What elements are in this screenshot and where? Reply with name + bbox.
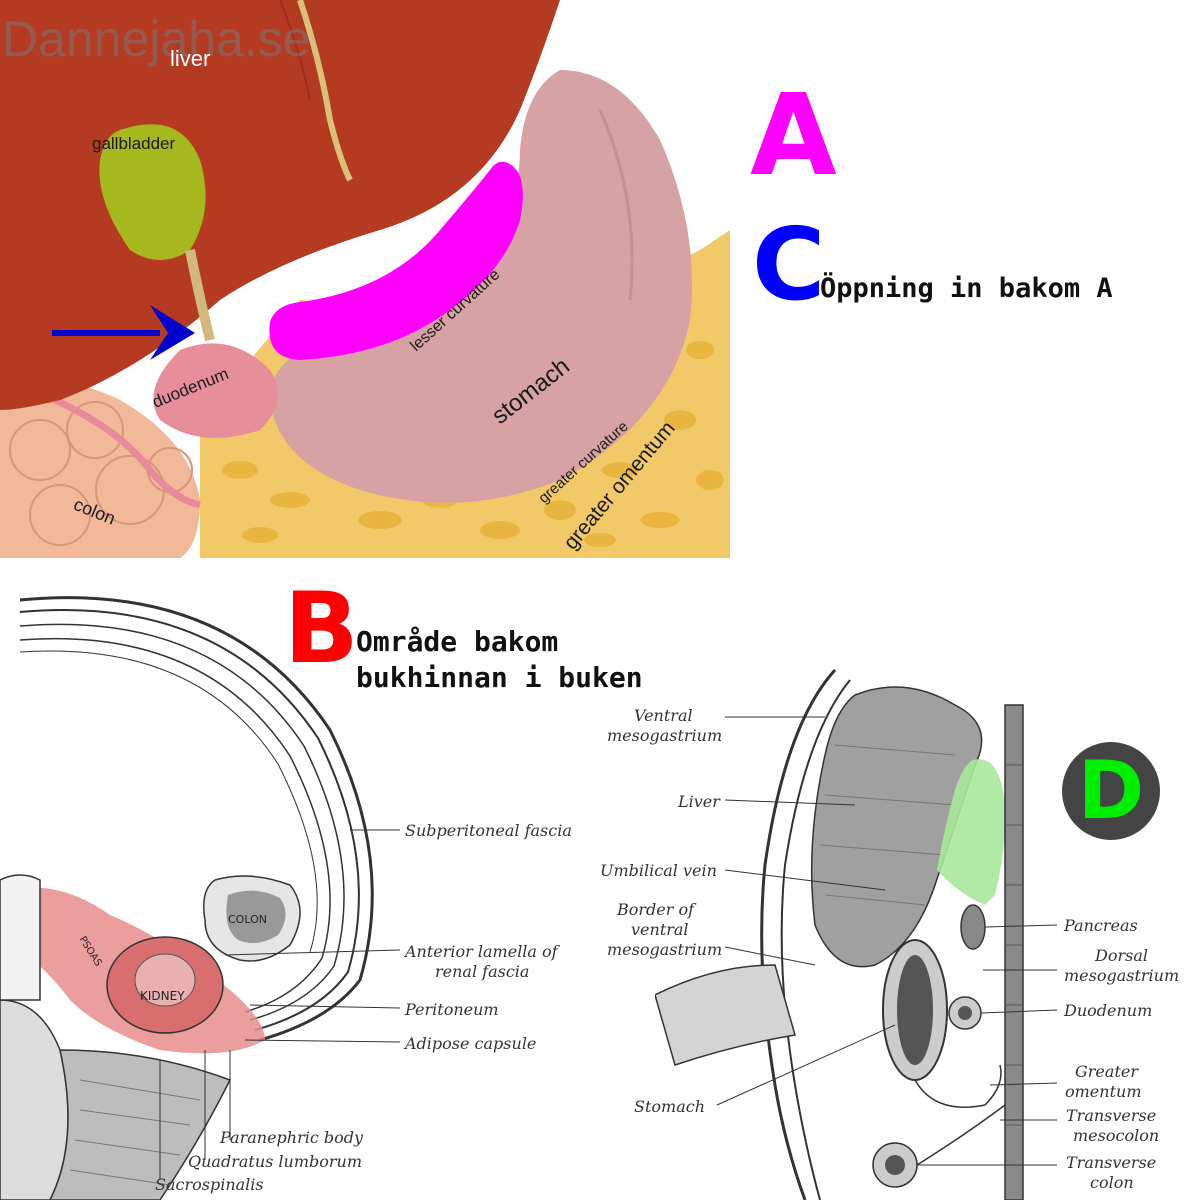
liver-shape [0, 0, 560, 410]
label-kidney: KIDNEY [140, 989, 185, 1003]
liver-drawing [810, 686, 983, 968]
label-pancreas: Pancreas [1064, 916, 1138, 935]
label-umbilical-vein: Umbilical vein [600, 861, 717, 880]
label-dorsal-mesogastrium-2: mesogastrium [1064, 966, 1180, 985]
label-dorsal-mesogastrium-1: Dorsal [1095, 946, 1148, 965]
label-gallbladder: gallbladder [92, 134, 176, 153]
marker-b-caption-line2: bukhinnan i buken [356, 661, 643, 694]
label-colon-section: COLON [228, 913, 267, 926]
label-greater-omentum-2: omentum [1065, 1082, 1142, 1101]
marker-b-caption-line1: Område bakom [356, 625, 559, 658]
label-quadratus-lumborum: Quadratus lumborum [188, 1152, 363, 1171]
label-liver: liver [170, 46, 211, 71]
label-liver-embryo: Liver [678, 792, 720, 811]
label-transverse-colon-2: colon [1090, 1173, 1134, 1192]
label-ventral-mesogastrium-2: mesogastrium [607, 726, 723, 745]
stomach-illustration-panel: Dannejaha.se liver gallbladder duodenum … [0, 0, 730, 558]
mesogastrium-panel [655, 665, 1075, 1200]
stomach-shape [270, 70, 692, 503]
label-peritoneum: Peritoneum [405, 1000, 499, 1019]
kidney-section-panel: COLON KIDNEY PSOAS Paranephric body Quad… [0, 580, 400, 1200]
marker-d-badge: D [1062, 742, 1160, 840]
label-duodenum-embryo: Duodenum [1064, 1001, 1153, 1020]
kidney-section-drawing [0, 596, 400, 1200]
label-paranephric-body: Paranephric body [220, 1128, 364, 1147]
label-anterior-lamella-2: renal fascia [435, 962, 530, 981]
stomach-illustration [0, 0, 730, 558]
gallbladder-shape [99, 124, 206, 261]
marker-a-letter: A [750, 71, 837, 201]
lesser-sac-highlight [269, 161, 523, 360]
marker-d-letter: D [1077, 744, 1145, 837]
marker-b-letter: B [284, 572, 359, 686]
label-border-1: Border of [617, 900, 695, 919]
label-stomach-embryo: Stomach [634, 1097, 705, 1116]
label-border-3: mesogastrium [607, 940, 723, 959]
mesogastrium-drawing [655, 668, 1058, 1200]
label-greater-omentum-1: Greater [1075, 1062, 1138, 1081]
lesser-sac-green-highlight [937, 759, 1006, 905]
label-ventral-mesogastrium-1: Ventral [634, 706, 693, 725]
colon-shape [0, 382, 200, 558]
label-sacrospinalis: Sacrospinalis [155, 1175, 264, 1194]
watermark-text: Dannejaha.se [2, 11, 311, 67]
epiploic-foramen-arrow [52, 305, 195, 360]
marker-c-caption: Öppning in bakom A [820, 273, 1113, 304]
label-anterior-lamella-1: Anterior lamella of [405, 942, 558, 961]
label-subperitoneal-fascia: Subperitoneal fascia [405, 821, 572, 840]
label-transverse-mesocolon-1: Transverse [1066, 1106, 1157, 1125]
marker-c-letter: C [752, 206, 826, 323]
label-border-2: ventral [631, 920, 689, 939]
label-adipose-capsule: Adipose capsule [405, 1034, 537, 1053]
duodenum-shape [153, 343, 278, 438]
label-transverse-colon-1: Transverse [1066, 1153, 1157, 1172]
label-transverse-mesocolon-2: mesocolon [1073, 1126, 1160, 1145]
